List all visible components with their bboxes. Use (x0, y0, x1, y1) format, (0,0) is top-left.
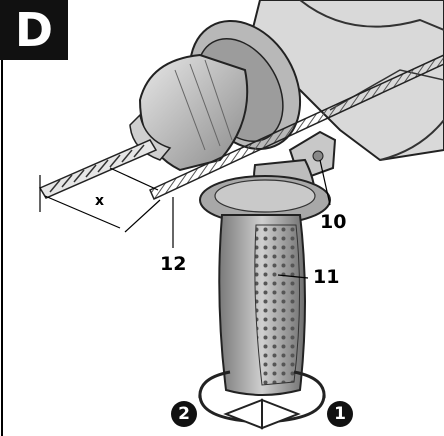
step-2-marker: 2 (171, 401, 197, 427)
auxiliary-handle (218, 214, 306, 396)
rotation-arrow (198, 370, 326, 430)
panel-badge (0, 0, 68, 60)
callout-12: 12 (160, 253, 187, 275)
drill-bit (38, 139, 158, 199)
step-1-marker: 1 (327, 401, 353, 427)
handle-yoke (199, 158, 331, 225)
leader-11 (277, 274, 309, 279)
dimension-x (39, 167, 161, 233)
callout-10: 10 (320, 211, 347, 233)
dimension-label: x (95, 193, 105, 209)
callout-11: 11 (313, 266, 340, 288)
depth-stop-rod (149, 54, 444, 201)
keyless-chuck (129, 53, 249, 172)
leader-10 (319, 159, 331, 206)
panel-letter: D (14, 3, 54, 57)
drill-housing (248, 0, 444, 162)
